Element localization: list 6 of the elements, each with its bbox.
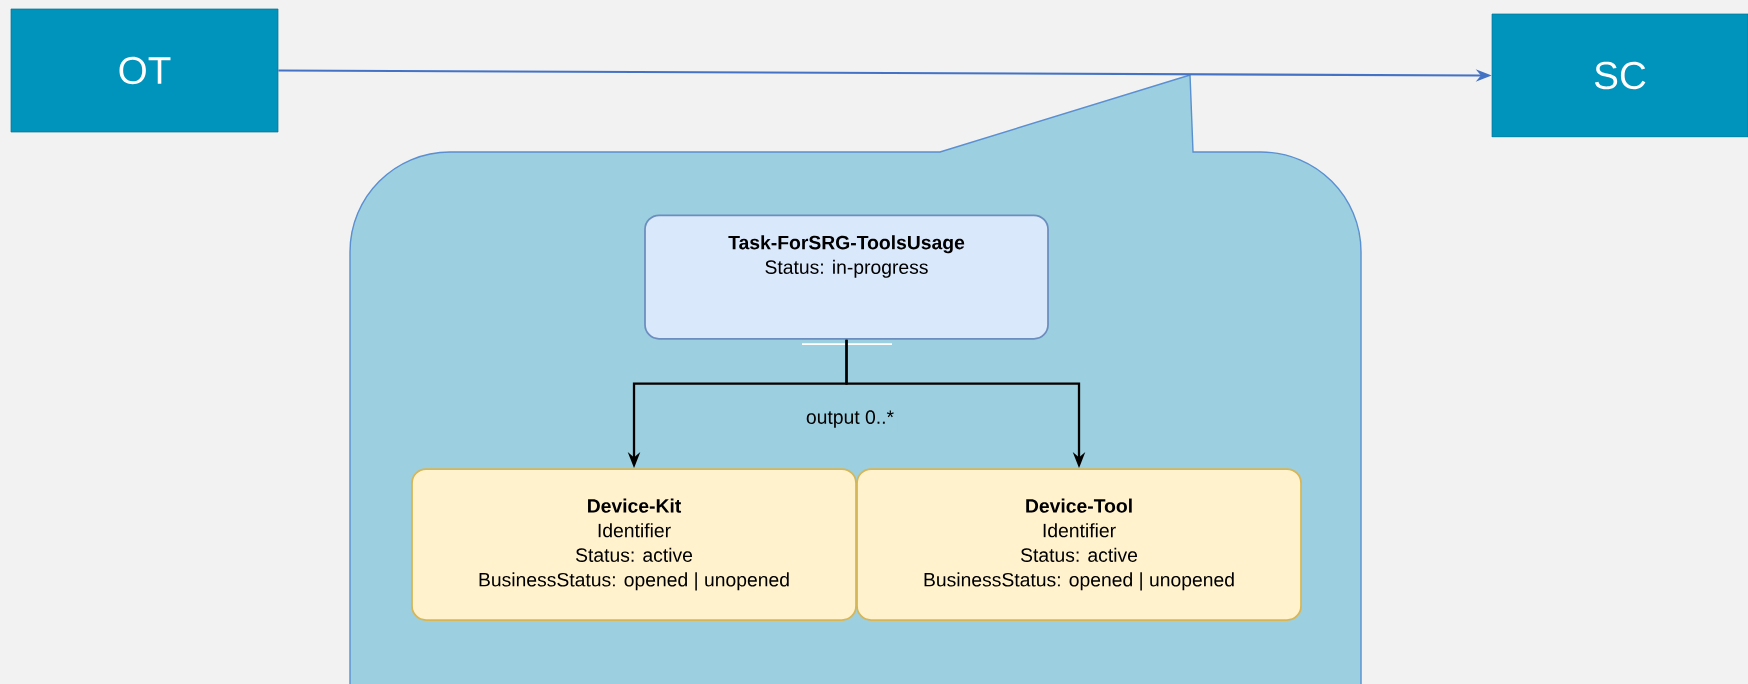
edge-label: output 0..* [802,406,898,432]
system-box: OT [10,8,279,133]
device-box: Device-Tool Identifier Status: active BusinessStatus: opened | unopened [856,468,1302,621]
task-box: Task-ForSRG-ToolsUsage Status: in-progress [644,214,1049,340]
system-box: SC [1491,13,1748,138]
device-box: Device-Kit Identifier Status: active BusinessStatus: opened | unopened [411,468,857,621]
